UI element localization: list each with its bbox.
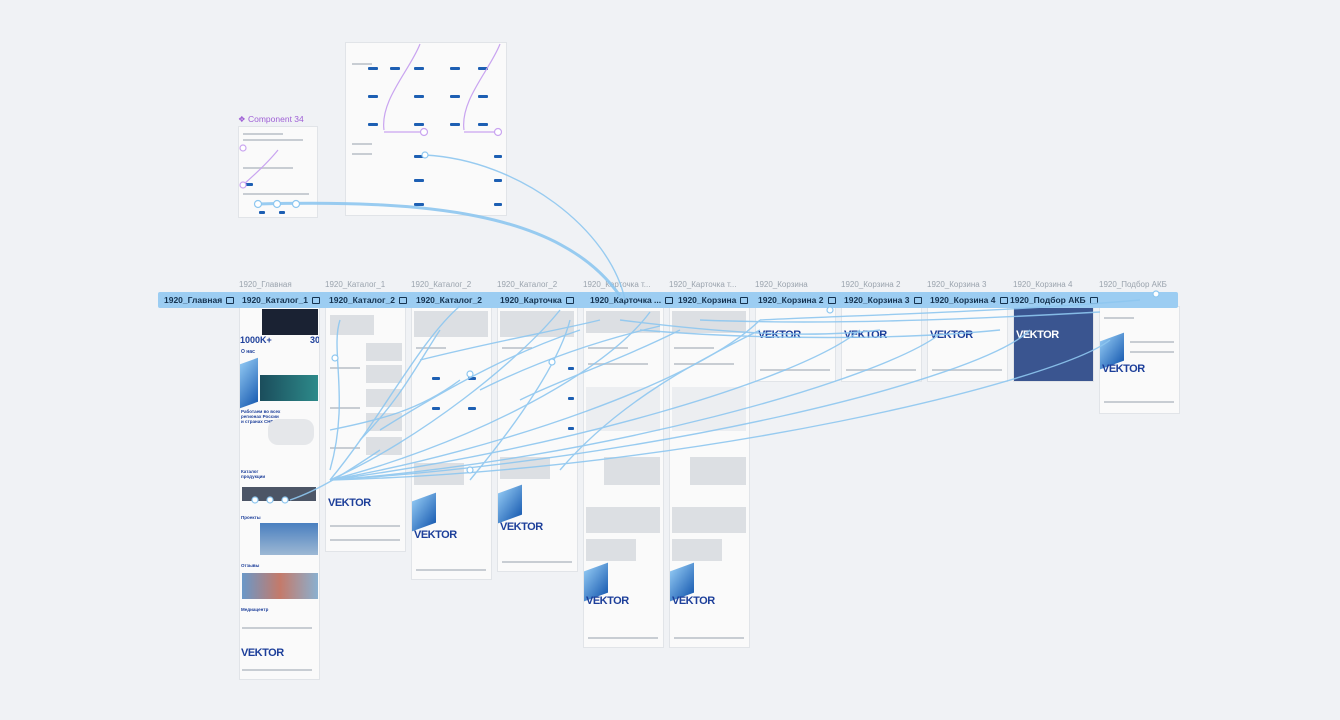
frame-icon (399, 296, 408, 304)
main-about: О нас (241, 349, 255, 355)
frame-label-cart-2[interactable]: 1920_Корзина 2 (841, 280, 901, 289)
frame-label-catalog-2a[interactable]: 1920_Каталог_2 (411, 280, 472, 289)
frame-label-card-2[interactable]: 1920_Карточка т... (669, 280, 737, 289)
main-stat: 1000K+ (240, 335, 272, 345)
flow-tab-card[interactable]: 1920_Карточка (500, 293, 574, 307)
vektor-logo: VEKTOR (672, 595, 715, 607)
vektor-logo: VEKTOR (414, 529, 457, 541)
component-diamond-icon: ❖ (238, 114, 248, 124)
flow-tab-cart[interactable]: 1920_Корзина (678, 293, 749, 307)
frame-card-1[interactable]: VEKTOR (583, 306, 664, 648)
flow-tab-main[interactable]: 1920_Главная (164, 293, 235, 307)
frame-catalog-2b[interactable]: VEKTOR (497, 306, 578, 572)
frame-label-main[interactable]: 1920_Главная (239, 280, 292, 289)
flow-tab-catalog-2b[interactable]: 1920_Каталог_2 (416, 295, 483, 305)
flow-tab-cart-2[interactable]: 1920_Корзина 2 (758, 293, 836, 307)
flow-tab-cart-3[interactable]: 1920_Корзина 3 (844, 293, 922, 307)
vektor-logo: VEKTOR (328, 497, 371, 509)
frame-label-cart-4[interactable]: 1920_Корзина 4 (1013, 280, 1073, 289)
frame-label-card-1[interactable]: 1920_Карточка т... (583, 280, 651, 289)
frame-icon (312, 296, 321, 304)
frame-label-battery[interactable]: 1920_Подбор АКБ (1099, 280, 1167, 289)
frame-battery[interactable]: VEKTOR (1099, 306, 1180, 414)
vektor-logo: VEKTOR (1016, 329, 1059, 341)
main-reviews: Отзывы (241, 563, 260, 568)
main-stat-2: 30 (310, 335, 320, 345)
flow-tab-catalog-2a[interactable]: 1920_Каталог_2 (329, 293, 408, 307)
frame-icon (740, 296, 749, 304)
flow-tab-card-2[interactable]: 1920_Карточка ... (590, 293, 674, 307)
flow-bar[interactable] (158, 292, 1178, 308)
vektor-logo: VEKTOR (500, 521, 543, 533)
flow-tab-cart-4[interactable]: 1920_Корзина 4 (930, 293, 1008, 307)
frame-icon (665, 296, 674, 304)
vektor-logo: VEKTOR (930, 329, 973, 341)
frame-icon (565, 296, 574, 304)
frame-icon (827, 296, 836, 304)
frame-label-catalog-1[interactable]: 1920_Каталог_1 (325, 280, 386, 289)
frame-icon (999, 296, 1008, 304)
frame-catalog-1[interactable]: VEKTOR (325, 306, 406, 552)
main-projects: Проекты (241, 515, 261, 520)
frame-icon (226, 296, 235, 304)
vektor-logo: VEKTOR (241, 647, 284, 659)
vektor-logo: VEKTOR (1102, 363, 1145, 375)
flow-tab-catalog-1[interactable]: 1920_Каталог_1 (242, 293, 321, 307)
frame-label-catalog-2b[interactable]: 1920_Каталог_2 (497, 280, 558, 289)
main-catalog: Каталог продукции (241, 469, 266, 479)
frame-icon (913, 296, 922, 304)
frame-catalog-2a[interactable]: VEKTOR (411, 306, 492, 580)
main-regions: Работаем во всех регионах России и стран… (241, 409, 281, 424)
main-media: Медиацентр (241, 607, 269, 612)
frame-label-cart[interactable]: 1920_Корзина (755, 280, 808, 289)
vektor-logo: VEKTOR (758, 329, 801, 341)
frame-label-cart-3[interactable]: 1920_Корзина 3 (927, 280, 987, 289)
component-34-title[interactable]: ❖ Component 34 (238, 114, 304, 124)
vektor-logo: VEKTOR (586, 595, 629, 607)
